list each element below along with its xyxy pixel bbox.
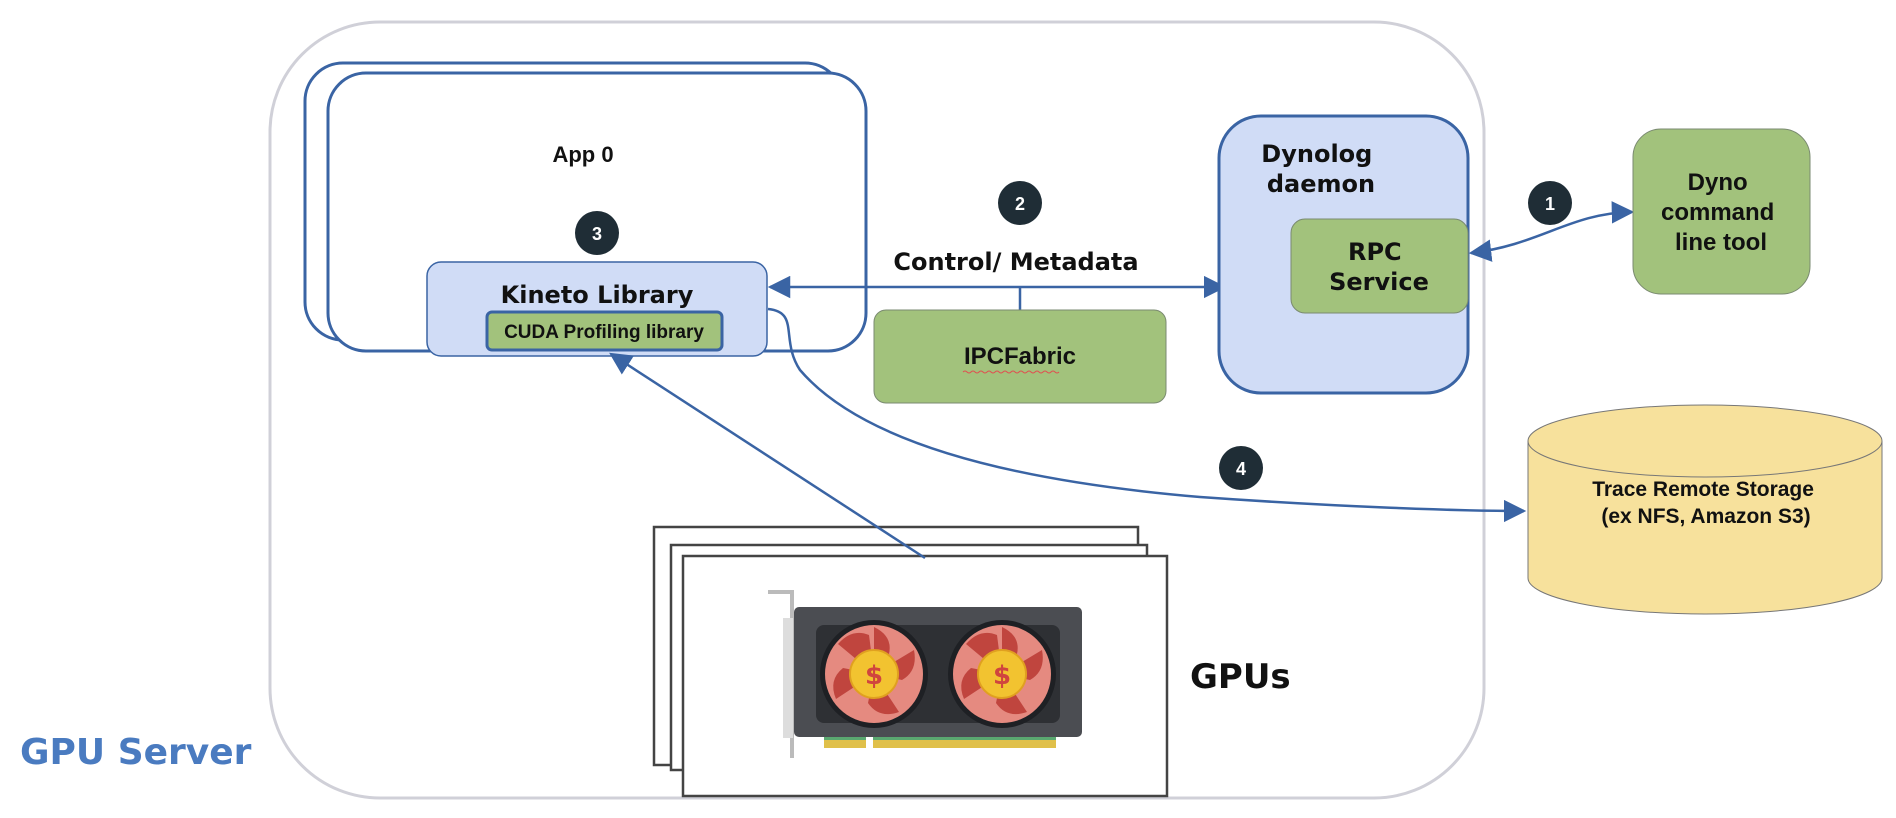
dyno-cli-label: Dyno command line tool [1661,169,1781,256]
svg-text:$: $ [865,661,883,691]
ipcfabric-spellcheck-underline [962,370,1060,374]
step-badge-1-number: 1 [1545,194,1555,214]
svg-text:$: $ [993,661,1011,691]
rpc-service-box [1290,218,1469,314]
rpc-service-label: RPC Service [1329,238,1429,296]
cuda-profiling-label: CUDA Profiling library [504,322,704,343]
gpu-fan-right: $ [948,620,1056,728]
gpus-label: GPUs [1190,657,1291,697]
trace-storage-cylinder-top [1527,404,1883,478]
step-badge-4-number: 4 [1236,459,1246,479]
cuda-profiling-box [485,310,724,352]
gpu-fan-left: $ [820,620,928,728]
step-badge-4 [1219,446,1263,490]
gpu-server-label: GPU Server [20,732,252,773]
control-metadata-label: Control/ Metadata [893,248,1138,276]
app-label: App 0 [552,142,613,167]
dynolog-daemon-label: Dynolog daemon [1261,140,1380,198]
trace-storage-cylinder [1527,441,1883,615]
gpu-cuda-arrow [609,352,926,560]
step-badge-3 [575,211,619,255]
ipcfabric-label: IPCFabric [964,343,1076,370]
rpc-cli-arrow [1468,201,1635,262]
ipcfabric-box [873,309,1167,404]
step-badge-2-number: 2 [1015,194,1025,214]
step-badge-3-number: 3 [592,224,602,244]
trace-storage-label: Trace Remote Storage (ex NFS, Amazon S3) [1592,478,1820,528]
step-badge-2 [998,181,1042,225]
dyno-cli-box [1632,128,1811,295]
gpu-server-boundary [268,20,1486,800]
kineto-storage-arrow [767,307,1527,523]
kineto-library-label: Kineto Library [501,281,694,309]
